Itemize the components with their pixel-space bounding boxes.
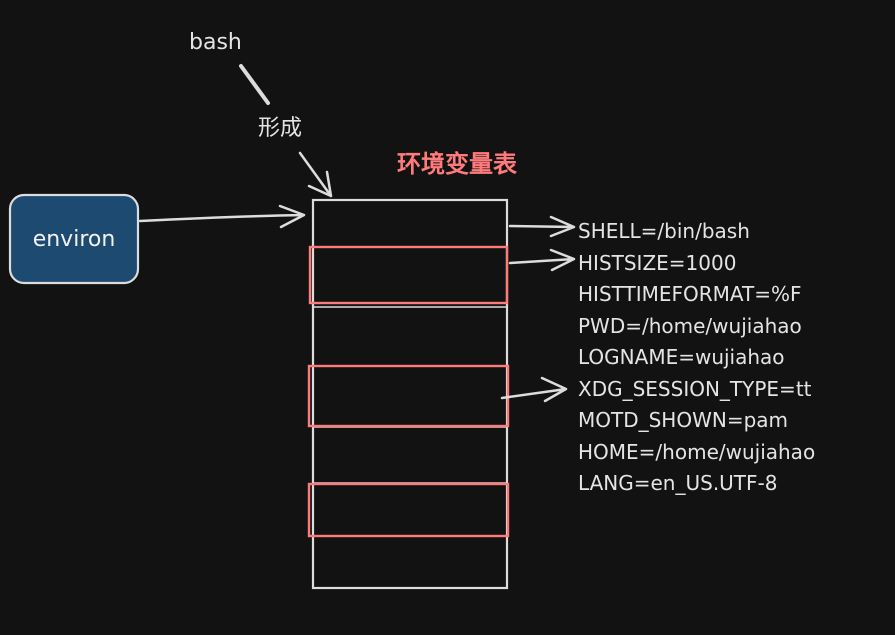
table-arrow-shell — [508, 215, 576, 238]
env-var-list: SHELL=/bin/bash HISTSIZE=1000 HISTTIMEFO… — [578, 216, 815, 500]
bash-connector-line — [239, 64, 270, 105]
table-arrow-histsize — [508, 248, 576, 272]
forms-arrow — [298, 151, 333, 198]
env-table — [311, 198, 509, 590]
env-var-lang: LANG=en_US.UTF-8 — [578, 471, 778, 495]
table-arrow-xdg — [500, 376, 568, 403]
env-var-logname: LOGNAME=wujiahao — [578, 345, 785, 369]
environ-arrow — [138, 204, 306, 229]
environ-label: environ — [32, 226, 116, 252]
env-var-xdg-session-type: XDG_SESSION_TYPE=tt — [578, 376, 812, 401]
env-table-entry-2 — [307, 364, 510, 428]
env-table-dividers — [313, 306, 507, 484]
env-var-motd-shown: MOTD_SHOWN=pam — [578, 408, 789, 432]
env-var-histsize: HISTSIZE=1000 — [578, 250, 737, 275]
bash-label: bash — [189, 30, 242, 55]
env-table-title: 环境变量表 — [397, 150, 517, 178]
env-table-entry-1 — [308, 245, 509, 305]
env-var-histtimeformat: HISTTIMEFORMAT=%F — [578, 282, 802, 306]
forms-label: 形成 — [258, 116, 303, 141]
env-table-entry-3 — [307, 482, 510, 538]
environ-box[interactable] — [8, 193, 140, 285]
env-var-pwd: PWD=/home/wujiahao — [578, 313, 802, 338]
env-var-home: HOME=/home/wujiahao — [578, 439, 816, 464]
env-var-shell: SHELL=/bin/bash — [578, 219, 750, 243]
